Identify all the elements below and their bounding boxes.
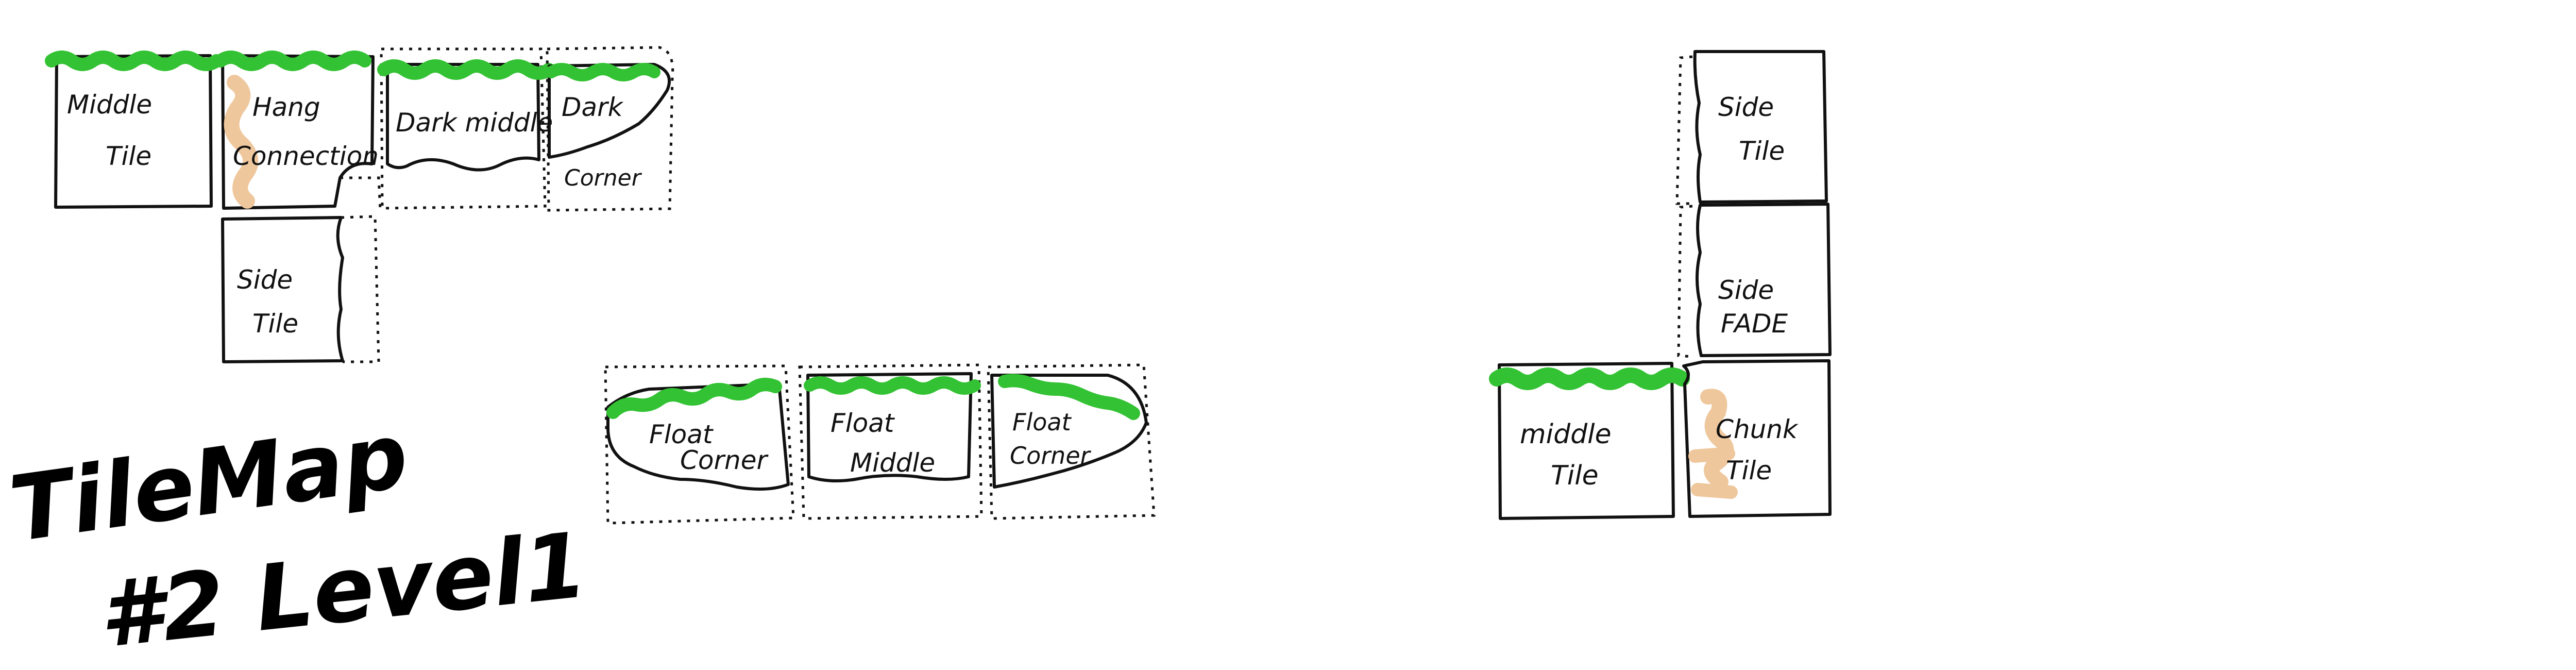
- tile-label: Hang: [252, 92, 320, 122]
- tile-label: Dark: [562, 92, 624, 122]
- dotted-outline: [1675, 55, 1693, 205]
- grass-strip: [1489, 367, 1690, 390]
- side-fade-tile: Side FADE: [1677, 203, 1832, 358]
- tile-label: Tile: [1739, 136, 1785, 166]
- chunk-tile: Chunk Tile: [1682, 359, 1832, 518]
- tile-label: Float: [1012, 408, 1072, 436]
- connector-mark: [1700, 389, 1734, 490]
- grass-strip: [998, 374, 1140, 420]
- dotted-outline: [341, 215, 380, 363]
- connector-mark: [1691, 483, 1738, 499]
- grass-strip: [214, 51, 371, 71]
- tile-label: Float: [649, 420, 714, 449]
- grass-strip: [606, 378, 782, 419]
- middle-tile-b: middle Tile: [1489, 362, 1690, 520]
- tile-label: Corner: [564, 165, 642, 191]
- tile-label: Side: [1718, 92, 1774, 122]
- tile-label: Tile: [106, 141, 151, 171]
- tile-label: Float: [831, 408, 895, 438]
- tile-label: Chunk: [1716, 414, 1799, 444]
- connector-mark: [224, 75, 259, 209]
- tile-label: Corner: [1010, 442, 1092, 470]
- tile-label: FADE: [1721, 309, 1788, 339]
- tile-label: Tile: [252, 309, 298, 339]
- tile-label: Connection: [233, 141, 379, 171]
- float-corner-left-tile: Float Corner: [604, 364, 795, 525]
- float-middle-tile: Float Middle: [798, 363, 983, 520]
- tile-label: Tile: [1726, 456, 1772, 485]
- tile-label: Middle: [850, 448, 935, 478]
- grass-strip: [377, 59, 555, 80]
- tile-label: Middle: [67, 90, 152, 120]
- side-tile-b: Side Tile: [1675, 50, 1828, 205]
- tile-label: Dark middle: [396, 108, 553, 138]
- tile-label: Tile: [1551, 460, 1599, 491]
- grass-strip: [45, 51, 223, 71]
- tile-label: Side: [237, 265, 293, 295]
- dotted-outline: [1677, 205, 1693, 358]
- tile-label: middle: [1520, 419, 1612, 450]
- tile-label: Corner: [680, 445, 769, 475]
- float-corner-right-tile: Float Corner: [987, 363, 1156, 520]
- side-tile-a: Side Tile: [221, 215, 380, 363]
- dark-middle-tile: Dark middle: [377, 47, 555, 210]
- grass-strip: [545, 63, 660, 81]
- dotted-outline: [340, 176, 382, 209]
- connector-mark: [1688, 447, 1735, 463]
- grass-strip: [804, 376, 981, 395]
- dark-corner-tile: Dark Corner: [545, 46, 674, 212]
- tile-label: Side: [1718, 275, 1774, 305]
- middle-tile-a: Middle Tile: [45, 51, 223, 209]
- hang-connection-tile: Hang Connection: [214, 51, 379, 210]
